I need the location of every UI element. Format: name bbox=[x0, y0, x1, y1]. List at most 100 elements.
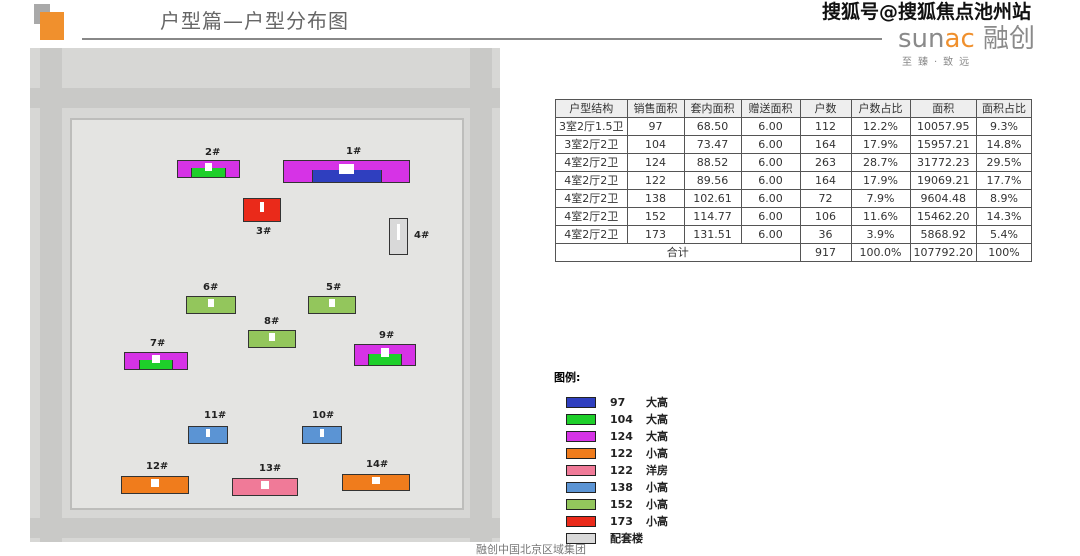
column-header: 赠送面积 bbox=[740, 99, 801, 118]
table-cell: 4室2厅2卫 bbox=[555, 207, 628, 226]
table-cell: 19069.21 bbox=[909, 171, 977, 190]
building-7 bbox=[124, 352, 188, 370]
building-label: 12# bbox=[146, 461, 169, 472]
total-households: 917 bbox=[799, 243, 852, 262]
table-header: 户型结构销售面积套内面积赠送面积户数户数占比面积面积占比 bbox=[555, 99, 1032, 118]
legend-swatch bbox=[566, 499, 596, 510]
legend-size: 152 bbox=[610, 498, 633, 511]
table-cell: 72 bbox=[799, 189, 852, 208]
table-cell: 4室2厅2卫 bbox=[555, 171, 628, 190]
site-boundary bbox=[70, 118, 464, 510]
table-cell: 14.3% bbox=[976, 207, 1032, 226]
legend-type: 小高 bbox=[646, 498, 668, 511]
building-core bbox=[138, 360, 174, 369]
total-household_pct: 100.0% bbox=[850, 243, 911, 262]
building-label: 1# bbox=[346, 146, 362, 157]
table-cell: 73.47 bbox=[683, 135, 742, 154]
table-cell: 3.9% bbox=[850, 225, 911, 244]
column-header: 户数占比 bbox=[850, 99, 911, 118]
table-cell: 17.7% bbox=[976, 171, 1032, 190]
table-cell: 68.50 bbox=[683, 117, 742, 136]
table-cell: 97 bbox=[626, 117, 685, 136]
building-entrance bbox=[397, 224, 400, 240]
legend-type: 小高 bbox=[646, 447, 668, 460]
building-label: 10# bbox=[312, 410, 335, 421]
table-cell: 17.9% bbox=[850, 135, 911, 154]
legend-swatch bbox=[566, 448, 596, 459]
footer-text: 融创中国北京区域集团 bbox=[476, 543, 586, 556]
building-5 bbox=[308, 296, 356, 314]
building-label: 4# bbox=[414, 230, 430, 241]
column-header: 套内面积 bbox=[683, 99, 742, 118]
building-entrance bbox=[269, 333, 275, 341]
table-cell: 11.6% bbox=[850, 207, 911, 226]
table-cell: 6.00 bbox=[740, 207, 801, 226]
legend-size: 124 bbox=[610, 430, 633, 443]
building-8 bbox=[248, 330, 296, 348]
legend-swatch bbox=[566, 414, 596, 425]
building-14 bbox=[342, 474, 410, 491]
table-cell: 31772.23 bbox=[909, 153, 977, 172]
building-12 bbox=[121, 476, 189, 494]
building-13 bbox=[232, 478, 298, 496]
building-core bbox=[311, 170, 382, 182]
table-cell: 4室2厅2卫 bbox=[555, 225, 628, 244]
total-area_pct: 100% bbox=[976, 243, 1032, 262]
table-cell: 6.00 bbox=[740, 135, 801, 154]
watermark: 搜狐号@搜狐焦点池州站 bbox=[822, 1, 1032, 23]
legend-size: 122 bbox=[610, 464, 633, 477]
table-cell: 6.00 bbox=[740, 117, 801, 136]
table-cell: 152 bbox=[626, 207, 685, 226]
brand-cn: 融创 bbox=[983, 24, 1036, 54]
building-label: 2# bbox=[205, 147, 221, 158]
legend-size: 104 bbox=[610, 413, 633, 426]
table-cell: 3室2厅2卫 bbox=[555, 135, 628, 154]
building-1 bbox=[283, 160, 410, 183]
building-9 bbox=[354, 344, 416, 366]
building-11 bbox=[188, 426, 228, 444]
table-cell: 9.3% bbox=[976, 117, 1032, 136]
road bbox=[30, 88, 500, 108]
legend-swatch bbox=[566, 482, 596, 493]
legend-type: 小高 bbox=[646, 515, 668, 528]
table-cell: 104 bbox=[626, 135, 685, 154]
table-cell: 122 bbox=[626, 171, 685, 190]
legend-type: 小高 bbox=[646, 481, 668, 494]
road bbox=[470, 48, 492, 542]
building-entrance bbox=[208, 299, 214, 307]
table-cell: 4室2厅2卫 bbox=[555, 153, 628, 172]
building-4 bbox=[389, 218, 408, 255]
table-cell: 9604.48 bbox=[909, 189, 977, 208]
table-cell: 263 bbox=[799, 153, 852, 172]
legend-type: 洋房 bbox=[646, 464, 668, 477]
building-entrance bbox=[339, 164, 354, 174]
table-cell: 6.00 bbox=[740, 153, 801, 172]
table-cell: 17.9% bbox=[850, 171, 911, 190]
legend-swatch bbox=[566, 516, 596, 527]
table-cell: 15957.21 bbox=[909, 135, 977, 154]
table-cell: 6.00 bbox=[740, 189, 801, 208]
table-cell: 138 bbox=[626, 189, 685, 208]
column-header: 户型结构 bbox=[555, 99, 628, 118]
building-label: 9# bbox=[379, 330, 395, 341]
table-cell: 36 bbox=[799, 225, 852, 244]
building-3 bbox=[243, 198, 281, 222]
building-6 bbox=[186, 296, 236, 314]
total-label: 合计 bbox=[555, 243, 801, 262]
table-cell: 112 bbox=[799, 117, 852, 136]
table-cell: 29.5% bbox=[976, 153, 1032, 172]
building-label: 8# bbox=[264, 316, 280, 327]
legend-item: 配套楼 bbox=[566, 532, 696, 546]
building-label: 5# bbox=[326, 282, 342, 293]
table-cell: 3室2厅1.5卫 bbox=[555, 117, 628, 136]
legend-size: 97 bbox=[610, 396, 626, 409]
